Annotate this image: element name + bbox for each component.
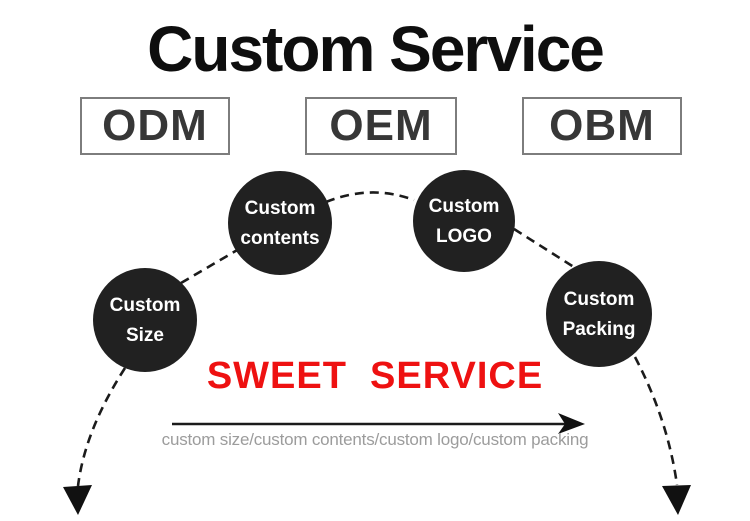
circle-custom-logo: Custom LOGO [413,170,515,272]
connector-size-contents [180,247,240,285]
circle-custom-size-line1: Custom [109,294,181,316]
badge-oem-label: OEM [329,101,433,150]
connector-logo-packing [513,227,578,271]
caption-text: custom size/custom contents/custom logo/… [161,430,589,449]
slogan-text: SWEET SERVICE [206,355,544,397]
circle-custom-size: Custom Size [93,268,197,372]
down-arrow-left-icon [63,485,92,515]
circle-custom-packing-line2: Packing [562,318,636,340]
down-arrow-right-icon [662,485,691,515]
circle-custom-contents-line1: Custom [244,197,316,219]
circle-custom-packing-line1: Custom [563,288,635,310]
badge-oem: OEM [305,97,457,155]
connector-contents-logo [325,191,415,204]
circle-custom-contents: Custom contents [228,171,332,275]
circle-custom-logo-line1: Custom [428,195,500,217]
circle-custom-size-line2: Size [125,324,165,346]
badge-obm: OBM [522,97,682,155]
circle-custom-packing: Custom Packing [546,261,652,367]
page-title: Custom Service [147,13,605,85]
badge-odm-label: ODM [102,101,208,150]
circle-custom-logo-line2: LOGO [436,225,492,247]
badge-odm: ODM [80,97,230,155]
circle-custom-contents-line2: contents [240,227,320,249]
badge-obm-label: OBM [549,101,655,150]
